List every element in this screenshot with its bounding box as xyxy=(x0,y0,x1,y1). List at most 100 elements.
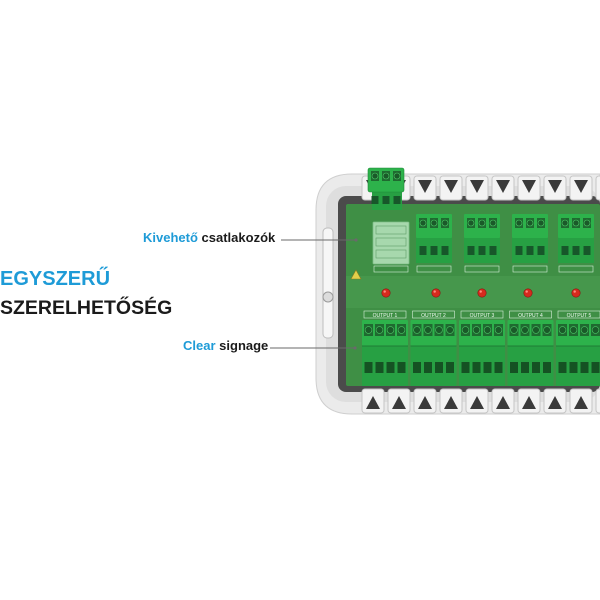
cable-clamp xyxy=(543,388,567,414)
cable-clamp xyxy=(439,388,463,414)
callout-dot-connectors xyxy=(354,238,358,242)
label-outline xyxy=(373,265,409,273)
screw-head xyxy=(561,219,569,227)
screw-head xyxy=(572,219,580,227)
wire-opening xyxy=(397,362,406,373)
wire-opening xyxy=(526,246,534,255)
screw-head xyxy=(583,219,591,227)
screw-head xyxy=(446,326,454,334)
status-led xyxy=(523,288,533,298)
wire-opening xyxy=(371,196,379,204)
terminal-screw-part xyxy=(362,320,408,346)
label-outline xyxy=(512,265,548,273)
wire-opening xyxy=(413,362,421,373)
callout-dot-signage xyxy=(353,346,357,350)
clamp-notch xyxy=(522,396,536,409)
callout-highlight: Clear xyxy=(183,338,216,353)
led-highlight xyxy=(573,290,576,293)
wire-opening xyxy=(386,362,395,373)
cable-clamp xyxy=(387,388,411,414)
latch-bar xyxy=(322,227,334,339)
cable-clamp xyxy=(517,175,541,201)
screw-head xyxy=(375,326,384,334)
screw-head xyxy=(558,326,567,334)
wire-opening xyxy=(572,246,580,255)
output-terminal-block xyxy=(556,320,600,386)
wire-opening xyxy=(561,246,569,255)
output-label: OUTPUT 3 xyxy=(470,313,495,319)
wire-opening xyxy=(441,246,449,255)
wire-opening xyxy=(430,246,438,255)
screw-head xyxy=(532,326,540,334)
cable-clamp xyxy=(491,388,515,414)
cable-clamp xyxy=(465,388,489,414)
wire-opening xyxy=(446,362,454,373)
led-body xyxy=(571,288,581,298)
cable-clamp xyxy=(569,175,593,201)
screw-head xyxy=(526,219,534,227)
wire-opening xyxy=(510,362,518,373)
led-highlight xyxy=(479,290,482,293)
screw-head xyxy=(483,326,492,334)
screw-head xyxy=(537,219,545,227)
led-body xyxy=(431,288,441,298)
wire-opening xyxy=(580,362,589,373)
cable-clamp xyxy=(517,388,541,414)
wire-opening xyxy=(558,362,567,373)
wire-opening xyxy=(521,362,529,373)
clamp-notch xyxy=(366,396,380,409)
warning-sign-icon xyxy=(350,269,362,280)
latch-knob xyxy=(322,291,334,303)
wire-opening xyxy=(543,362,551,373)
screw-head xyxy=(489,219,497,227)
upper-terminal-row xyxy=(372,214,594,265)
status-led xyxy=(571,288,581,298)
wire-opening xyxy=(472,362,481,373)
wire-opening xyxy=(382,196,390,204)
wire-opening xyxy=(435,362,443,373)
output-terminal-block xyxy=(362,320,408,386)
output-label-box xyxy=(460,310,504,319)
screw-head xyxy=(467,219,475,227)
status-led xyxy=(381,288,391,298)
clamp-notch xyxy=(496,396,510,409)
output-terminal-block xyxy=(507,320,554,386)
callout-highlight: Kivehető xyxy=(143,230,198,245)
wire-opening xyxy=(478,246,486,255)
screw-head xyxy=(435,326,443,334)
terminal-screw-part xyxy=(459,320,505,346)
header-grid xyxy=(375,249,407,259)
clamp-notch xyxy=(574,180,588,193)
screw-head xyxy=(461,326,470,334)
clamp-body xyxy=(595,388,600,414)
screw-head xyxy=(393,172,401,180)
output-label-box xyxy=(363,310,407,319)
wire-opening xyxy=(583,246,591,255)
screw-head xyxy=(521,326,529,334)
header-grid xyxy=(375,237,407,247)
screw-head xyxy=(472,326,481,334)
wire-opening xyxy=(364,362,373,373)
screw-head xyxy=(510,326,518,334)
led-body xyxy=(381,288,391,298)
upper-terminal-block xyxy=(512,214,548,263)
output-terminal-block xyxy=(410,320,457,386)
wire-opening xyxy=(532,362,540,373)
led-highlight xyxy=(433,290,436,293)
callout-text: csatlakozók xyxy=(201,230,276,245)
screw-head xyxy=(543,326,551,334)
screw-head xyxy=(569,326,578,334)
wire-opening xyxy=(375,362,384,373)
bottom-cable-clamps xyxy=(361,388,600,414)
screw-head xyxy=(382,172,390,180)
clamp-notch xyxy=(574,396,588,409)
screw-head xyxy=(413,326,421,334)
upper-terminal-block xyxy=(464,214,500,263)
screw-head xyxy=(430,219,438,227)
output-label-box xyxy=(412,310,455,319)
wire-opening xyxy=(515,246,523,255)
clamp-notch xyxy=(522,180,536,193)
wire-opening xyxy=(461,362,470,373)
output-terminal-block xyxy=(459,320,505,386)
